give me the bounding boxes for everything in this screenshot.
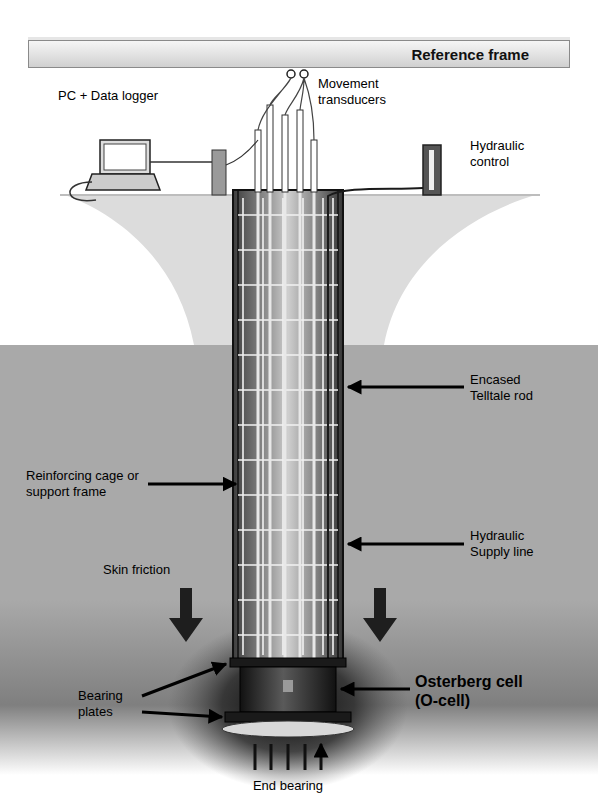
part-label: End bearing: [238, 778, 338, 794]
part-label: Skin friction: [103, 562, 203, 578]
leader-arrow: [341, 688, 410, 691]
leader-arrow: [148, 483, 236, 486]
laptop-cable: [70, 182, 96, 201]
dial-gauge: [287, 70, 295, 78]
pile-base: [222, 721, 354, 737]
transducer-rod: [267, 105, 273, 192]
transducer-wires: [258, 78, 314, 140]
pile-shaft: [233, 190, 343, 660]
laptop-base: [86, 174, 160, 190]
laptop-screen: [100, 140, 150, 174]
leader-arrow: [142, 664, 226, 696]
transducer-rod: [311, 140, 317, 192]
transducer-rod: [255, 130, 261, 192]
upper-bearing-plate: [230, 658, 346, 667]
leader-arrow: [142, 712, 222, 717]
transducer-rod: [282, 115, 288, 192]
part-label: Bearing plates: [78, 688, 138, 720]
hydraulic-supply-line: [328, 188, 423, 660]
hydraulic-pump: [423, 145, 441, 195]
part-label: Movement transducers: [318, 76, 418, 108]
data-logger: [212, 150, 226, 195]
end-bearing-arrows: [255, 744, 321, 770]
part-label: Osterberg cell (O-cell): [415, 672, 547, 710]
part-label: Hydraulic Supply line: [470, 528, 558, 560]
part-label: Encased Telltale rod: [470, 372, 562, 404]
skin-friction-arrow: [363, 588, 397, 642]
part-label: Reinforcing cage or support frame: [26, 468, 144, 500]
o-cell-body: [240, 667, 336, 712]
transducer-rod: [297, 110, 303, 192]
frame-label: Reference frame: [411, 46, 529, 63]
casing-wall: [238, 190, 338, 660]
reinforcing-cage: [238, 198, 338, 655]
leader-arrow: [348, 543, 464, 546]
logger-cable: [150, 161, 212, 163]
skin-friction-arrow: [169, 588, 203, 642]
o-cell-port: [283, 680, 293, 692]
logger-lead: [226, 140, 258, 165]
pump-gauge: [429, 150, 434, 190]
leader-arrow: [348, 386, 464, 389]
laptop-display: [104, 144, 146, 170]
telltale-rods: [258, 105, 314, 658]
reference-frame-beam: Reference frame: [28, 40, 570, 68]
part-label: Hydraulic control: [470, 138, 555, 170]
dial-gauge: [300, 70, 308, 78]
part-label: PC + Data logger: [58, 88, 188, 104]
